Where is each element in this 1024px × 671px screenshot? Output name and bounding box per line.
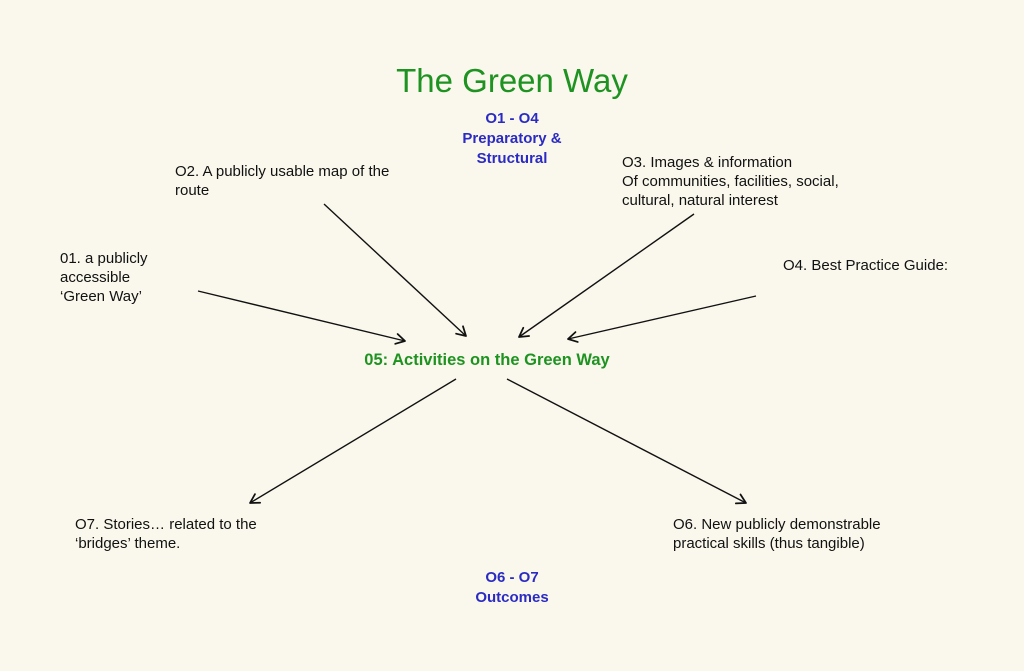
text-line: O1 - O4 (485, 110, 539, 127)
text-line: O3. Images & information (622, 154, 793, 171)
diagram-title: The Green Way (396, 62, 628, 99)
node-o6: O6. New publicly demonstrable practical … (673, 515, 881, 553)
group-label-outcomes: O6 - O7 Outcomes (0, 568, 1024, 608)
text-line: ‘Green Way’ (60, 288, 142, 306)
arrow-center-to-o7 (249, 378, 457, 504)
arrow-center-to-o6 (506, 378, 747, 505)
arrow-o2-to-center (323, 203, 467, 337)
text-line: O6 - O7 (485, 569, 539, 586)
text-line: Outcomes (475, 588, 549, 606)
text-line: O7. Stories… related to the (75, 516, 257, 533)
text-line: ‘bridges’ theme. (75, 535, 181, 553)
arrow-o1-to-center (197, 290, 406, 345)
text-line: Structural (476, 149, 548, 167)
text-line: cultural, natural interest (622, 192, 778, 210)
text-line: Preparatory & (462, 129, 562, 147)
text-line: O2. A publicly usable map of the (175, 163, 390, 180)
node-o1: 01. a publicly accessible ‘Green Way’ (60, 249, 148, 307)
node-o3: O3. Images & information Of communities,… (622, 153, 839, 211)
text-line: Of communities, facilities, social, (622, 173, 839, 191)
text-line: route (175, 182, 210, 200)
text-line: O4. Best Practice Guide: (783, 257, 949, 274)
text-line: O6. New publicly demonstrable (673, 516, 881, 533)
text-line: accessible (60, 269, 131, 287)
node-o2: O2. A publicly usable map of the route (175, 162, 389, 200)
group-label-preparatory: O1 - O4 Preparatory & Structural (0, 109, 1024, 168)
text-line: practical skills (thus tangible) (673, 535, 865, 553)
node-center-activities: 05: Activities on the Green Way (364, 351, 610, 369)
node-o7: O7. Stories… related to the ‘bridges’ th… (75, 515, 257, 553)
text-line: 01. a publicly (60, 250, 148, 267)
arrow-o3-to-center (518, 213, 695, 338)
arrow-o4-to-center (567, 295, 757, 343)
node-o4: O4. Best Practice Guide: (783, 256, 948, 275)
